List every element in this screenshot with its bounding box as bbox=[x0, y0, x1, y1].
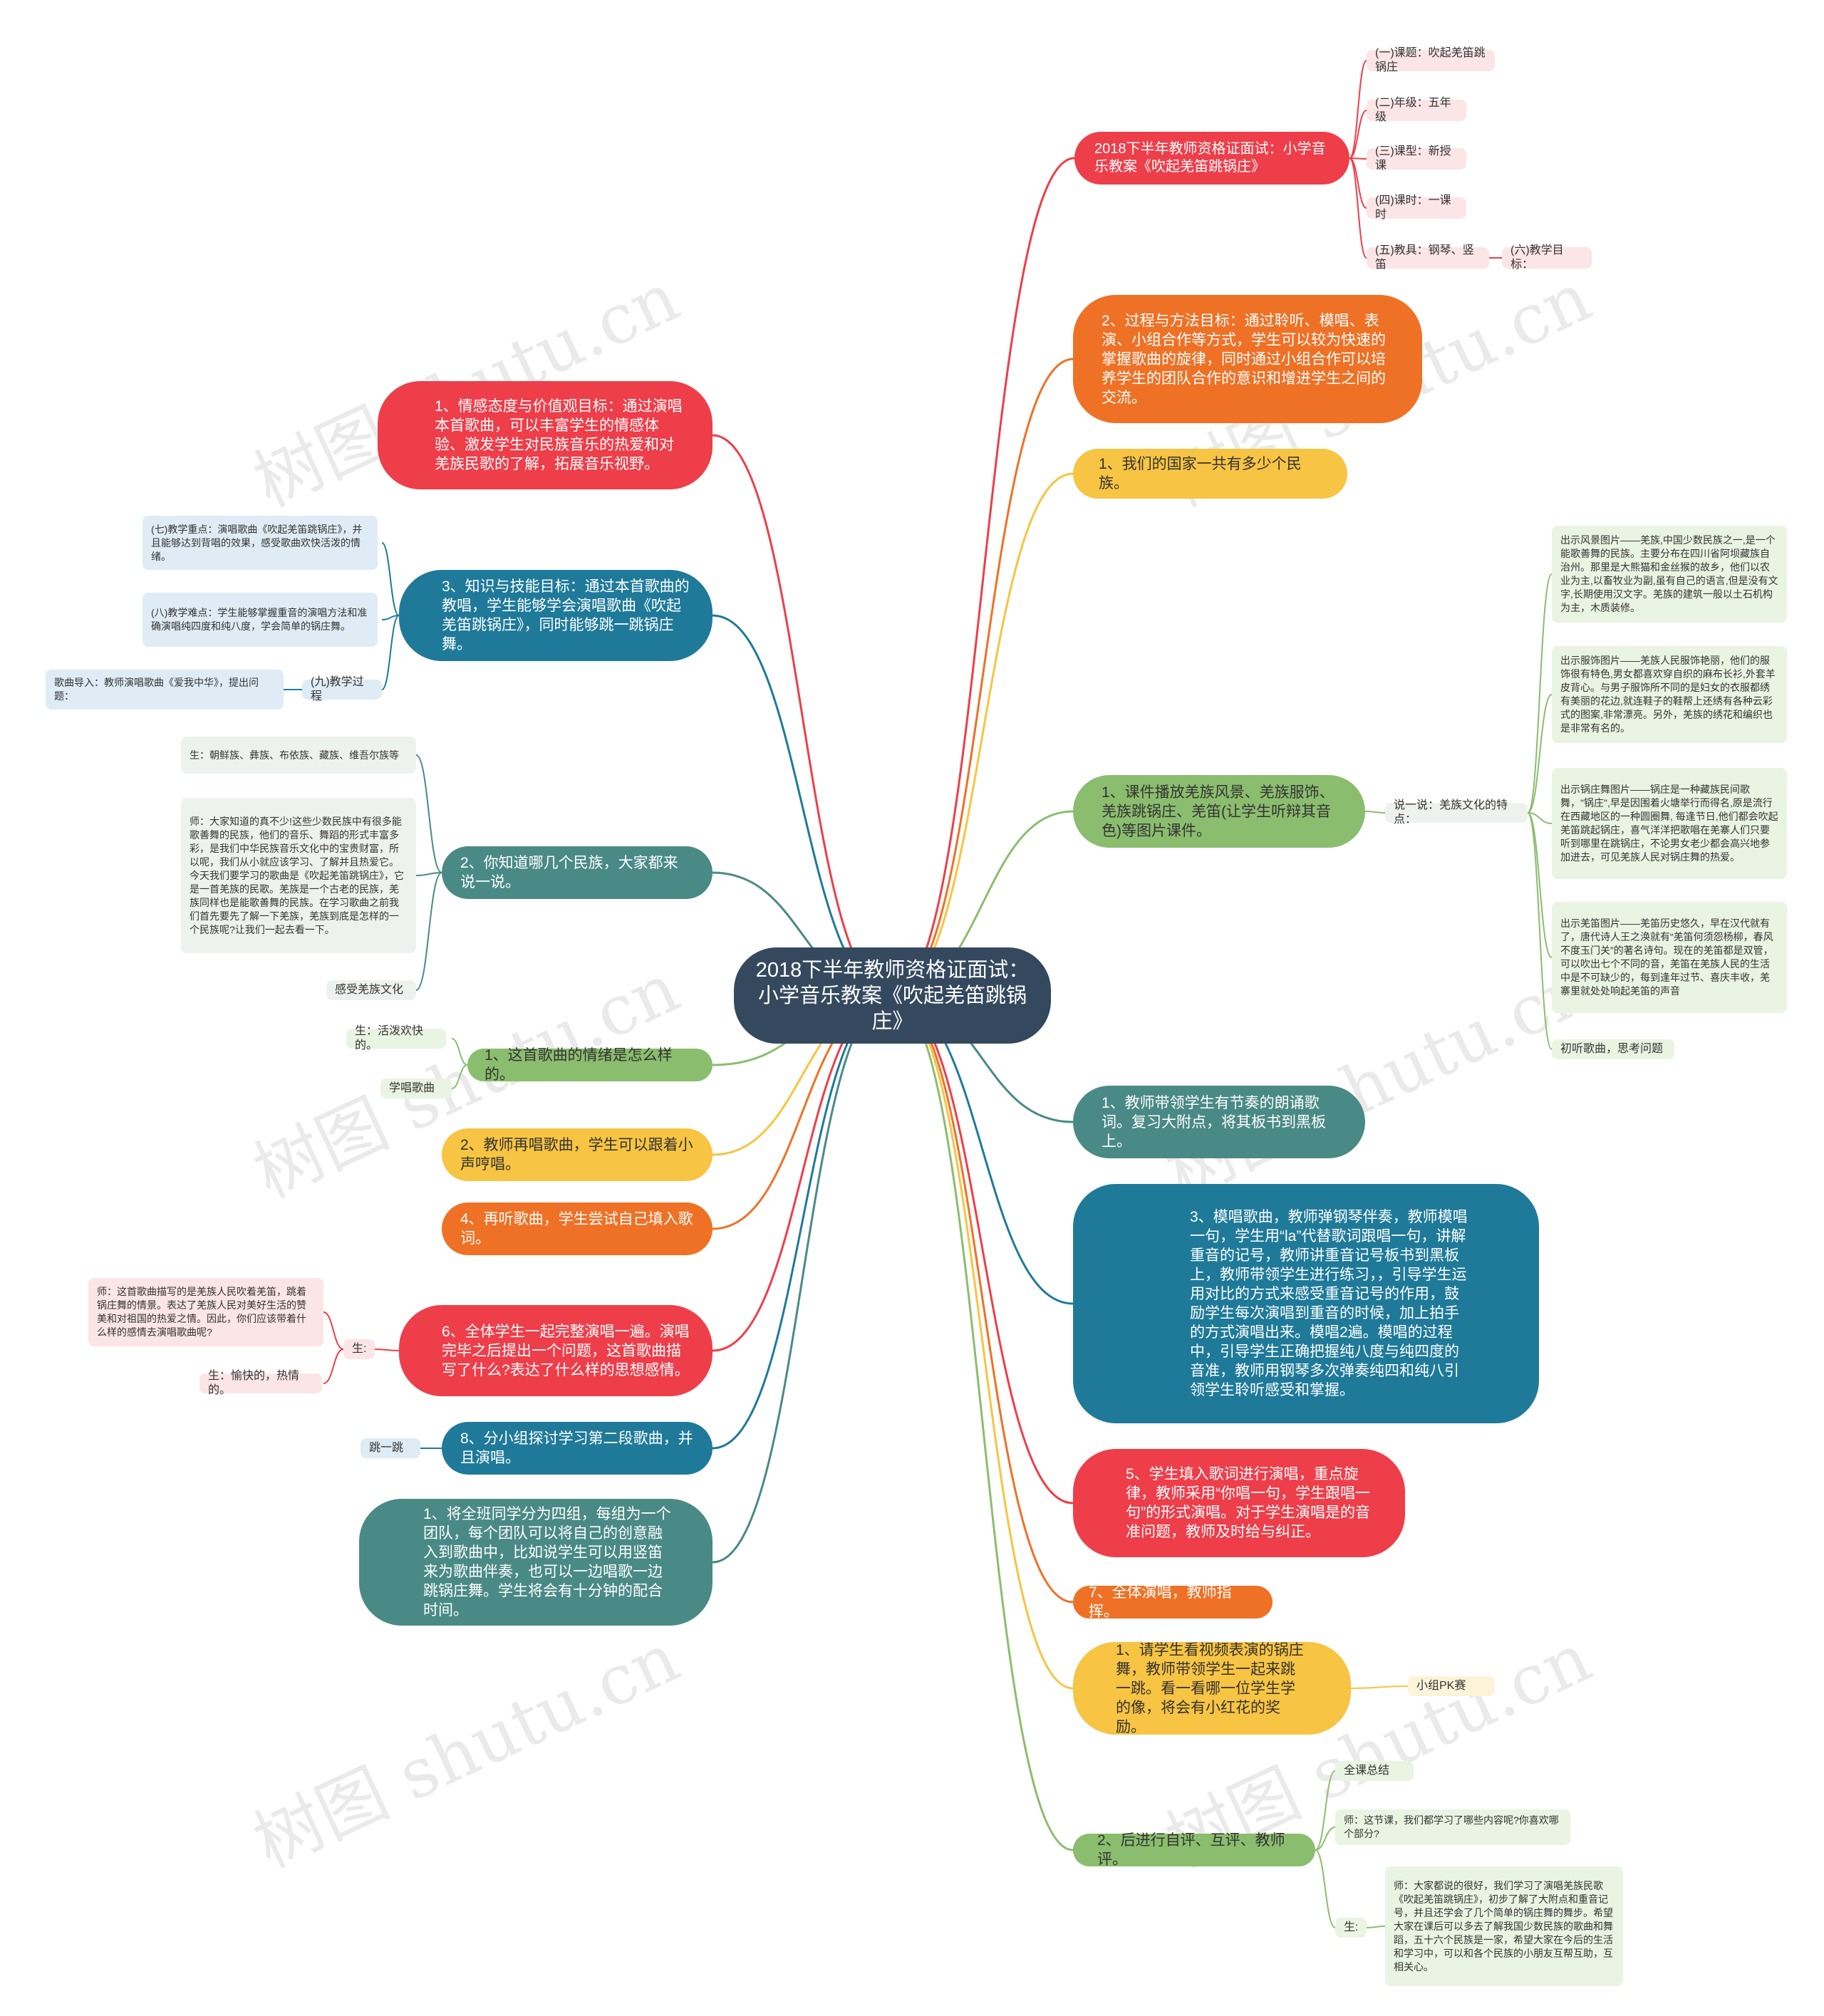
edge-b1-child bbox=[1349, 60, 1367, 159]
leaf-jump[interactable]: 跳一跳 bbox=[361, 1438, 420, 1458]
edge-root-l1 bbox=[712, 434, 893, 997]
edge-root-b2 bbox=[891, 358, 1074, 997]
edge-root-b1 bbox=[891, 157, 1075, 997]
edge-root-b7 bbox=[891, 994, 1074, 1505]
branch-fill-lyrics[interactable]: 5、学生填入歌词进行演唱，重点旋律，教师采用“你唱一句，学生跟唱一句”的形式演唱… bbox=[1073, 1449, 1405, 1557]
leaf-teacher-explanation[interactable]: 师：大家知道的真不少!这些少数民族中有很多能歌善舞的民族，他们的音乐、舞蹈的形式… bbox=[181, 798, 416, 953]
branch-ethnic-discussion[interactable]: 2、你知道哪几个民族，大家都来说一说。 bbox=[442, 846, 712, 899]
leaf-teaching-goals[interactable]: (六)教学目标： bbox=[1502, 244, 1592, 271]
edge-b4-sub bbox=[1364, 811, 1386, 814]
watermark: 树图 shutu.cn bbox=[1154, 947, 1603, 1214]
leaf-costume-picture[interactable]: 出示服饰图片——羌族人民服饰艳丽，他们的服饰很有特色,男女都喜欢穿自织的麻布长衫… bbox=[1552, 646, 1787, 743]
edge-b1-child bbox=[1349, 157, 1367, 259]
edge-l4-child bbox=[451, 1038, 468, 1066]
branch-watch-dance-video[interactable]: 1、请学生看视频表演的锅庄舞，教师带领学生一起来跳一跳。看一看哪一位学生学的像，… bbox=[1073, 1642, 1351, 1735]
edge-root-b10 bbox=[891, 994, 1074, 1851]
leaf-grade[interactable]: (二)年级：五年级 bbox=[1367, 97, 1466, 123]
leaf-lively-cheerful[interactable]: 生：活泼欢快的。 bbox=[346, 1025, 446, 1051]
edge-b1-child bbox=[1349, 157, 1367, 209]
branch-lesson-title[interactable]: 2018下半年教师资格证面试：小学音乐教案《吹起羌笛跳锅庄》 bbox=[1074, 132, 1349, 185]
leaf-teacher-summary[interactable]: 师：大家都说的很好，我们学习了演唱羌族民歌《吹起羌笛跳锅庄》，初步了解了大附点和… bbox=[1385, 1866, 1623, 1986]
branch-courseware[interactable]: 1、课件播放羌族风景、羌族服饰、羌族跳锅庄、羌笛(让学生听辩其音色)等图片课件。 bbox=[1073, 775, 1365, 848]
edge-b4-item bbox=[1527, 812, 1553, 958]
leaf-happy-warm[interactable]: 生：愉快的，热情的。 bbox=[200, 1370, 322, 1396]
leaf-scenery-picture[interactable]: 出示风景图片——羌族,中国少数民族之一,是一个能歌善舞的民族。主要分布在四川省阿… bbox=[1552, 526, 1787, 623]
edge-b1-child bbox=[1349, 157, 1367, 160]
leaf-student-answer-ethnic[interactable]: 生：朝鲜族、彝族、布依族、藏族、维吾尔族等 bbox=[181, 737, 416, 774]
edge-l3-child bbox=[415, 872, 442, 991]
edge-l4-child bbox=[451, 1064, 468, 1089]
edge-l7-grandchild bbox=[323, 1311, 344, 1350]
branch-question-ethnic-count[interactable]: 1、我们的国家一共有多少个民族。 bbox=[1073, 449, 1347, 499]
edge-b10-child bbox=[1315, 1827, 1336, 1851]
leaf-teaching-aids[interactable]: (五)教具：钢琴、竖笛 bbox=[1367, 244, 1489, 271]
edge-l2-child bbox=[381, 542, 400, 616]
edge-b10-answer bbox=[1366, 1926, 1386, 1928]
leaf-guozhuang-picture[interactable]: 出示锅庄舞图片——锅庄是一种藏族民间歌舞，"锅庄",早是因围着火塘举行而得名,原… bbox=[1552, 768, 1787, 879]
branch-group-study[interactable]: 8、分小组探讨学习第二段歌曲，并且演唱。 bbox=[442, 1422, 712, 1475]
edge-l7-grandchild bbox=[323, 1349, 344, 1384]
edge-b1-child bbox=[1349, 110, 1367, 159]
leaf-feel-qiang-culture[interactable]: 感受羌族文化 bbox=[326, 980, 416, 1000]
leaf-lesson-summary[interactable]: 全课总结 bbox=[1335, 1761, 1414, 1781]
leaf-first-listen[interactable]: 初听歌曲，思考问题 bbox=[1552, 1039, 1674, 1059]
edge-b4-item bbox=[1527, 694, 1553, 814]
edge-b9-tag bbox=[1350, 1685, 1409, 1689]
root-node[interactable]: 2018下半年教师资格证面试：小学音乐教案《吹起羌笛跳锅庄》 bbox=[734, 947, 1051, 1044]
leaf-student-label-2[interactable]: 生: bbox=[343, 1339, 375, 1359]
edge-b10-child bbox=[1315, 1849, 1336, 1928]
edge-root-l8 bbox=[712, 994, 893, 1450]
edge-root-b8 bbox=[891, 994, 1074, 1604]
edge-b10-child bbox=[1315, 1770, 1336, 1851]
leaf-periods[interactable]: (四)课时：一课时 bbox=[1367, 194, 1466, 221]
leaf-teaching-focus[interactable]: (七)教学重点：演唱歌曲《吹起羌笛跳锅庄》，并且能够达到背唱的效果，感受歌曲欢快… bbox=[142, 516, 378, 570]
branch-knowledge-goal[interactable]: 3、知识与技能目标：通过本首歌曲的教唱，学生能够学会演唱歌曲《吹起羌笛跳锅庄》，… bbox=[399, 570, 712, 661]
leaf-teaching-difficulty[interactable]: (八)教学难点：学生能够掌握重音的演唱方法和准确演唱纯四度和纯八度，学会简单的锅… bbox=[142, 593, 378, 647]
branch-listen-fill-lyrics[interactable]: 4、再听歌曲，学生尝试自己填入歌词。 bbox=[442, 1202, 712, 1255]
edge-b4-item bbox=[1527, 573, 1553, 814]
leaf-student-label[interactable]: 生: bbox=[1335, 1918, 1367, 1938]
branch-process-method-goal[interactable]: 2、过程与方法目标：通过聆听、模唱、表演、小组合作等方式，学生可以较为快速的掌握… bbox=[1073, 295, 1422, 423]
edge-root-b9 bbox=[891, 994, 1074, 1690]
leaf-teaching-process[interactable]: (九)教学过程 bbox=[302, 676, 382, 702]
leaf-song-intro[interactable]: 歌曲导入：教师演唱歌曲《爱我中华》，提出问题： bbox=[46, 670, 284, 710]
branch-song-mood[interactable]: 1、这首歌曲的情绪是怎么样的。 bbox=[467, 1047, 712, 1083]
branch-teacher-sings-again[interactable]: 2、教师再唱歌曲，学生可以跟着小声哼唱。 bbox=[442, 1128, 712, 1181]
leaf-topic[interactable]: (一)课题：吹起羌笛跳锅庄 bbox=[1367, 47, 1495, 73]
edge-l2-child bbox=[381, 615, 400, 620]
edge-b4-item bbox=[1527, 812, 1553, 1050]
edge-root-b3 bbox=[891, 472, 1074, 997]
edge-root-l7 bbox=[712, 994, 893, 1352]
branch-imitate-singing[interactable]: 3、模唱歌曲，教师弹钢琴伴奏，教师模唱一句，学生用“la”代替歌词跟唱一句，讲解… bbox=[1073, 1184, 1539, 1423]
watermark: 树图 shutu.cn bbox=[242, 1617, 691, 1883]
leaf-teacher-question[interactable]: 师：这节课，我们都学习了哪些内容呢?你喜欢哪个部分? bbox=[1335, 1809, 1570, 1845]
edge-root-l2 bbox=[712, 614, 893, 997]
leaf-group-pk[interactable]: 小组PK赛 bbox=[1408, 1676, 1495, 1696]
branch-evaluation[interactable]: 2、后进行自评、互评、教师评。 bbox=[1073, 1832, 1315, 1868]
leaf-lesson-type[interactable]: (三)课型：新授课 bbox=[1367, 145, 1466, 172]
edge-l7-child bbox=[374, 1349, 400, 1351]
leaf-learn-song[interactable]: 学唱歌曲 bbox=[380, 1079, 452, 1098]
edge-root-l9 bbox=[712, 994, 893, 1564]
edge-b4-item bbox=[1527, 812, 1553, 824]
leaf-qiangdi-picture[interactable]: 出示羌笛图片——羌笛历史悠久，早在汉代就有了，唐代诗人王之涣就有“羌笛何须怨杨柳… bbox=[1552, 902, 1787, 1013]
edge-l2-child bbox=[381, 615, 400, 690]
branch-sing-together[interactable]: 7、全体演唱，教师指挥。 bbox=[1073, 1584, 1273, 1620]
edge-l3-child bbox=[415, 872, 442, 876]
edge-l3-child bbox=[415, 754, 442, 873]
branch-full-performance[interactable]: 6、全体学生一起完整演唱一遍。演唱完毕之后提出一个问题，这首歌曲描写了什么?表达… bbox=[399, 1305, 712, 1396]
leaf-qiang-culture[interactable]: 说一说：羌族文化的特点： bbox=[1385, 799, 1528, 826]
branch-emotion-goal[interactable]: 1、情感态度与价值观目标：通过演唱本首歌曲，可以丰富学生的情感体验、激发学生对民… bbox=[378, 381, 712, 489]
branch-recite-lyrics[interactable]: 1、教师带领学生有节奏的朗诵歌词。复习大附点，将其板书到黑板上。 bbox=[1073, 1086, 1365, 1158]
branch-team-groups[interactable]: 1、将全班同学分为四组，每组为一个团队，每个团队可以将自己的创意融入到歌曲中，比… bbox=[359, 1499, 712, 1626]
leaf-teacher-song-meaning[interactable]: 师：这首歌曲描写的是羌族人民吹着羌笛，跳着锅庄舞的情景。表达了羌族人民对美好生活… bbox=[88, 1278, 323, 1346]
